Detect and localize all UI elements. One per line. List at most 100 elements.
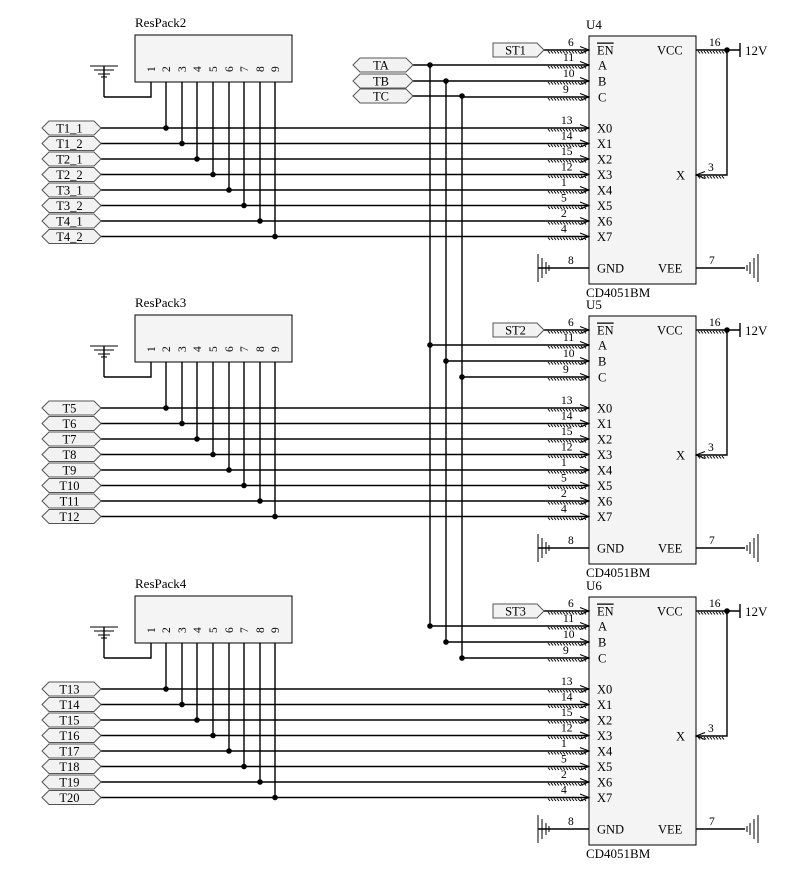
pin-hatch <box>583 237 587 241</box>
pin-hatch <box>583 501 587 505</box>
pin-hatch <box>574 705 578 709</box>
pin-number: 11 <box>563 52 574 64</box>
port-st3-label: ST3 <box>505 605 526 619</box>
respack-pin-number: 8 <box>255 627 267 633</box>
pin-hatch <box>568 501 572 505</box>
pin-hatch <box>562 439 566 443</box>
pin-hatch <box>571 65 575 69</box>
pin-hatch <box>553 501 557 505</box>
pin-hatch <box>574 501 578 505</box>
respack-pin-number: 9 <box>270 627 282 633</box>
respack-name: ResPack4 <box>135 576 187 591</box>
junction-dot <box>163 405 169 411</box>
pin-hatch <box>565 439 569 443</box>
pin-hatch <box>565 767 569 771</box>
pin-hatch <box>577 517 581 521</box>
pin-number: 12 <box>561 442 573 454</box>
pin-label: X4 <box>597 184 613 198</box>
respack-pin-number: 3 <box>177 346 189 352</box>
pin-hatch <box>574 408 578 412</box>
pin-number: 9 <box>563 645 569 657</box>
pin-hatch <box>556 81 560 85</box>
port-t6-label: T6 <box>63 417 77 431</box>
pin-hatch <box>547 424 551 428</box>
pin-arrow <box>579 638 591 646</box>
pin-label: X6 <box>597 776 612 790</box>
pin-hatch <box>709 50 713 54</box>
pin-hatch <box>550 736 554 740</box>
port-t20 <box>41 790 102 805</box>
pin-hatch <box>583 175 587 179</box>
pin-hatch <box>550 720 554 724</box>
mux-ref: U6 <box>586 578 602 593</box>
junction-dot <box>241 482 247 489</box>
pin-hatch <box>556 517 560 521</box>
pin-number: 2 <box>561 769 567 781</box>
pin-hatch <box>559 455 563 459</box>
pin-hatch <box>580 65 584 69</box>
pin-hatch <box>577 424 581 428</box>
mux-body <box>588 35 697 285</box>
pin-hatch <box>565 751 569 755</box>
pin-hatch <box>553 65 557 69</box>
pin-label: X5 <box>597 199 612 213</box>
pin-number: 8 <box>568 535 574 547</box>
port-t13-label: T13 <box>59 683 79 697</box>
pin-hatch <box>724 50 728 54</box>
pin-hatch <box>553 486 557 490</box>
pin-hatch <box>565 642 569 646</box>
pin-hatch <box>556 97 560 101</box>
pin-hatch <box>553 767 557 771</box>
pin-hatch <box>559 206 563 210</box>
pin-hatch <box>718 50 722 54</box>
junction-dot <box>241 202 247 209</box>
pin-label: C <box>598 652 606 666</box>
junction-dot <box>226 748 232 754</box>
pin-hatch <box>559 439 563 443</box>
junction-dot <box>226 187 232 193</box>
pin-hatch <box>583 221 587 225</box>
pin-hatch <box>583 517 587 521</box>
pin-hatch <box>574 330 578 334</box>
pin-hatch <box>568 767 572 771</box>
pin-hatch <box>553 782 557 786</box>
pin-hatch <box>574 144 578 148</box>
pin-arrow <box>579 139 591 148</box>
pin-hatch <box>706 50 710 54</box>
pin-hatch <box>556 408 560 412</box>
pin-hatch <box>583 782 587 786</box>
pin-hatch <box>577 611 581 615</box>
pin-number: 6 <box>568 598 574 610</box>
pin-hatch <box>550 798 554 802</box>
pin-hatch <box>559 720 563 724</box>
pin-label: X2 <box>597 153 612 167</box>
pin-hatch <box>547 81 551 85</box>
port-t7 <box>41 431 102 447</box>
pin-hatch <box>559 486 563 490</box>
pin-hatch <box>580 689 584 693</box>
pin-arrow <box>579 201 591 210</box>
pin-hatch <box>571 751 575 755</box>
pin-hatch <box>577 798 581 802</box>
pin-hatch <box>565 81 569 85</box>
pin-label: X6 <box>597 495 612 509</box>
pin-hatch <box>559 237 563 241</box>
pin-hatch <box>550 144 554 148</box>
port-tc <box>352 88 414 104</box>
port-ta <box>352 57 414 73</box>
pin-arrow <box>579 93 591 101</box>
pin-hatch <box>580 626 584 630</box>
supply-label: 12V <box>745 323 768 338</box>
pin-arrow <box>579 762 591 771</box>
pin-hatch <box>550 128 554 132</box>
pin-hatch <box>571 237 575 241</box>
port-t3-2-label: T3_2 <box>56 199 82 213</box>
port-t15-label: T15 <box>59 714 79 728</box>
pin-hatch <box>562 455 566 459</box>
pin-hatch <box>550 611 554 615</box>
pin-hatch <box>559 175 563 179</box>
junction-dot <box>272 794 278 801</box>
pin-number: 10 <box>563 629 575 641</box>
pin-number: 5 <box>561 473 567 485</box>
pin-hatch <box>571 642 575 646</box>
